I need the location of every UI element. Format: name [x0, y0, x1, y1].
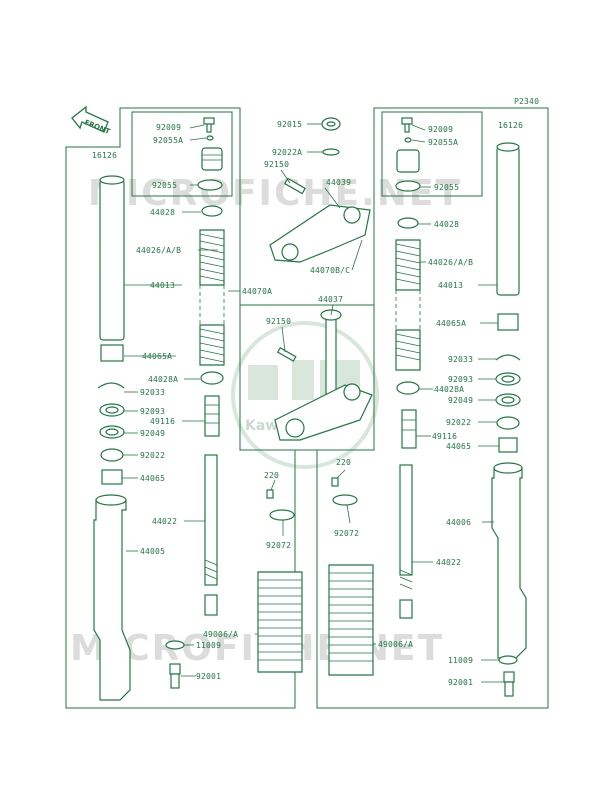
label-49006-right: 49006/A: [378, 640, 413, 649]
watermark-bottom: MICROFICHE.NET: [70, 628, 444, 669]
label-44005: 44005: [140, 547, 165, 556]
center-parts: [269, 117, 373, 441]
label-92072-left: 92072: [266, 541, 291, 550]
label-92001-left: 92001: [196, 672, 221, 681]
label-16126-right: 16126: [498, 121, 523, 130]
label-49006-left: 49006/A: [203, 630, 238, 639]
label-11009-left: 11009: [196, 641, 221, 650]
label-44022-right: 44022: [436, 558, 461, 567]
label-92009-left: 92009: [156, 123, 181, 132]
label-44028a-left: 44028A: [148, 375, 178, 384]
label-44013-right: 44013: [438, 281, 463, 290]
watermark-top: MICROFICHE.NET: [88, 173, 462, 214]
label-92055-left: 92055: [152, 181, 177, 190]
label-49116-left: 49116: [150, 417, 175, 426]
label-92150-top: 92150: [264, 160, 289, 169]
left-fork-parts: [93, 117, 303, 701]
assembly-outlines: [65, 107, 549, 709]
label-92049-left: 92049: [140, 429, 165, 438]
label-44070a: 44070A: [242, 287, 272, 296]
label-44028a-right: 44028A: [434, 385, 464, 394]
label-49116-right: 49116: [432, 432, 457, 441]
label-92072-right: 92072: [334, 529, 359, 538]
right-fork-parts: [328, 117, 527, 697]
label-92001-right: 92001: [448, 678, 473, 687]
label-92055a-left: 92055A: [153, 136, 183, 145]
leader-lines: [122, 123, 504, 683]
part-labels: 92009 92055A 16126 92055 44028 44026/A/B…: [92, 120, 523, 687]
label-44006: 44006: [446, 518, 471, 527]
label-44039: 44039: [326, 178, 351, 187]
label-44013-left: 44013: [150, 281, 175, 290]
label-92055-right: 92055: [434, 183, 459, 192]
label-92093-right: 92093: [448, 375, 473, 384]
label-92093-left: 92093: [140, 407, 165, 416]
label-92055a-right: 92055A: [428, 138, 458, 147]
label-44022-left: 44022: [152, 517, 177, 526]
label-92022-right: 92022: [446, 418, 471, 427]
label-220-left: 220: [264, 471, 279, 480]
label-44065a-left: 44065A: [142, 352, 172, 361]
label-92049-right: 92049: [448, 396, 473, 405]
label-92022-left: 92022: [140, 451, 165, 460]
label-92033-left: 92033: [140, 388, 165, 397]
label-44028-right: 44028: [434, 220, 459, 229]
label-92009-right: 92009: [428, 125, 453, 134]
label-44065-right: 44065: [446, 442, 471, 451]
front-arrow-icon: FRONT: [71, 105, 111, 136]
label-44026-left: 44026/A/B: [136, 246, 181, 255]
label-220-right: 220: [336, 458, 351, 467]
diagram-code: P2340: [514, 97, 539, 106]
label-92150-mid: 92150: [266, 317, 291, 326]
label-92015: 92015: [277, 120, 302, 129]
label-44026-right: 44026/A/B: [428, 258, 473, 267]
label-92033-right: 92033: [448, 355, 473, 364]
label-44065a-right: 44065A: [436, 319, 466, 328]
label-44037: 44037: [318, 295, 343, 304]
label-44065-left: 44065: [140, 474, 165, 483]
label-44070bc: 44070B/C: [310, 266, 350, 275]
label-44028-left: 44028: [150, 208, 175, 217]
label-16126-left: 16126: [92, 151, 117, 160]
label-92022a: 92022A: [272, 148, 302, 157]
label-11009-right: 11009: [448, 656, 473, 665]
